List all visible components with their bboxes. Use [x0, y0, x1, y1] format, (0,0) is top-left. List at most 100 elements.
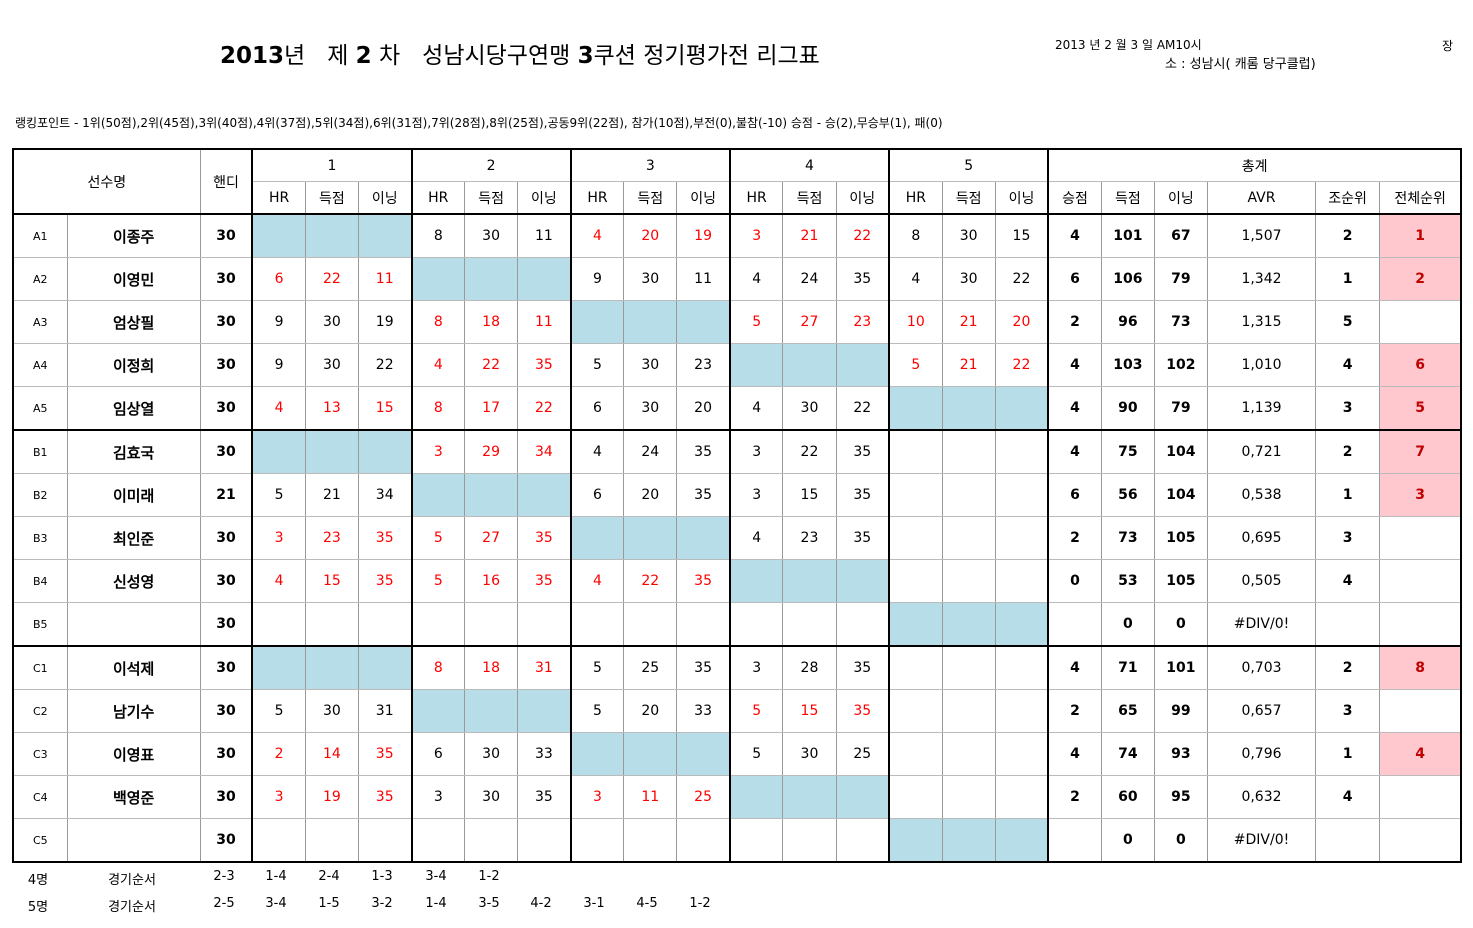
- match-hr: [888, 732, 943, 776]
- match-score: [782, 602, 837, 647]
- player-code: B4: [11, 559, 68, 603]
- match-order-game: 2-4: [318, 869, 340, 884]
- match-hr: 3: [728, 473, 784, 517]
- player-code: C5: [11, 818, 68, 863]
- match-hr: 3: [410, 429, 466, 474]
- self-match-cell: [410, 473, 466, 517]
- match-hr: [888, 516, 943, 560]
- player-handicap: 30: [199, 213, 253, 258]
- match-score: 30: [464, 213, 519, 258]
- match-inning: 35: [835, 645, 890, 690]
- match-order-game: 3-1: [583, 896, 605, 911]
- match-order-game: 1-3: [371, 869, 393, 884]
- match-score: [941, 689, 996, 733]
- self-match-cell: [941, 602, 996, 647]
- player-code: A1: [11, 213, 68, 258]
- total-score: 0: [1100, 818, 1155, 863]
- overall-rank: 8: [1379, 645, 1463, 690]
- overall-rank: 1: [1379, 213, 1463, 258]
- self-match-cell: [835, 775, 890, 819]
- total-average: 1,342: [1206, 257, 1317, 301]
- self-match-cell: [410, 257, 466, 301]
- match-hr: [410, 602, 466, 647]
- header-total: 총계: [1047, 148, 1462, 182]
- total-inning: 0: [1153, 602, 1208, 647]
- self-match-cell: [464, 257, 519, 301]
- match-score: 30: [623, 343, 678, 387]
- match-hr: 3: [728, 429, 784, 474]
- player-name: 이종주: [66, 213, 201, 258]
- player-name: 최인준: [66, 516, 201, 560]
- total-average: 0,703: [1206, 645, 1317, 690]
- self-match-cell: [251, 645, 306, 690]
- match-inning: [994, 645, 1050, 690]
- header-sub-score: 득점: [782, 181, 837, 215]
- total-average: 0,538: [1206, 473, 1317, 517]
- total-average: 0,721: [1206, 429, 1317, 474]
- match-score: [464, 602, 519, 647]
- total-inning: 105: [1153, 516, 1208, 560]
- group-rank: 1: [1315, 257, 1381, 301]
- match-hr: 4: [728, 516, 784, 560]
- match-score: 30: [782, 732, 837, 776]
- player-handicap: 30: [199, 732, 253, 776]
- player-code: A5: [11, 386, 68, 431]
- match-score: 24: [623, 429, 678, 474]
- total-inning: 73: [1153, 300, 1208, 344]
- match-hr: 8: [410, 645, 466, 690]
- total-points: 4: [1047, 213, 1102, 258]
- match-score: 30: [623, 386, 678, 431]
- self-match-cell: [888, 818, 943, 863]
- total-average: 1,507: [1206, 213, 1317, 258]
- match-score: 30: [782, 386, 837, 431]
- match-hr: 5: [251, 689, 306, 733]
- match-hr: 6: [410, 732, 466, 776]
- match-hr: 6: [569, 473, 625, 517]
- match-inning: 33: [676, 689, 731, 733]
- match-hr: 4: [728, 257, 784, 301]
- match-inning: 35: [357, 559, 413, 603]
- total-points: 2: [1047, 775, 1102, 819]
- header-match-5: 5: [888, 148, 1050, 182]
- player-code: C3: [11, 732, 68, 776]
- match-inning: 22: [994, 257, 1050, 301]
- self-match-cell: [251, 213, 306, 258]
- player-code: A2: [11, 257, 68, 301]
- match-inning: 22: [994, 343, 1050, 387]
- event-jang-label: 장: [1442, 39, 1454, 53]
- event-date: 2013 년 2 월 3 일 AM10시: [1055, 38, 1202, 52]
- match-inning: [994, 732, 1050, 776]
- match-score: 20: [623, 473, 678, 517]
- match-score: [304, 818, 359, 863]
- self-match-cell: [464, 689, 519, 733]
- match-hr: 5: [410, 516, 466, 560]
- self-match-cell: [994, 386, 1050, 431]
- group-rank: 1: [1315, 473, 1381, 517]
- match-hr: 9: [569, 257, 625, 301]
- self-match-cell: [888, 602, 943, 647]
- total-average: #DIV/0!: [1206, 602, 1317, 647]
- self-match-cell: [782, 559, 837, 603]
- match-hr: [888, 689, 943, 733]
- match-inning: 20: [676, 386, 731, 431]
- group-rank: 2: [1315, 645, 1381, 690]
- header-total-sub: 조순위: [1315, 181, 1381, 215]
- match-order-game: 1-5: [318, 896, 340, 911]
- total-average: 0,632: [1206, 775, 1317, 819]
- match-hr: 3: [728, 645, 784, 690]
- overall-rank: [1379, 516, 1463, 560]
- match-score: [941, 732, 996, 776]
- self-match-cell: [517, 473, 572, 517]
- self-match-cell: [782, 343, 837, 387]
- self-match-cell: [728, 343, 784, 387]
- match-score: 22: [464, 343, 519, 387]
- self-match-cell: [676, 300, 731, 344]
- match-score: 30: [464, 775, 519, 819]
- group-rank: 1: [1315, 732, 1381, 776]
- overall-rank: 6: [1379, 343, 1463, 387]
